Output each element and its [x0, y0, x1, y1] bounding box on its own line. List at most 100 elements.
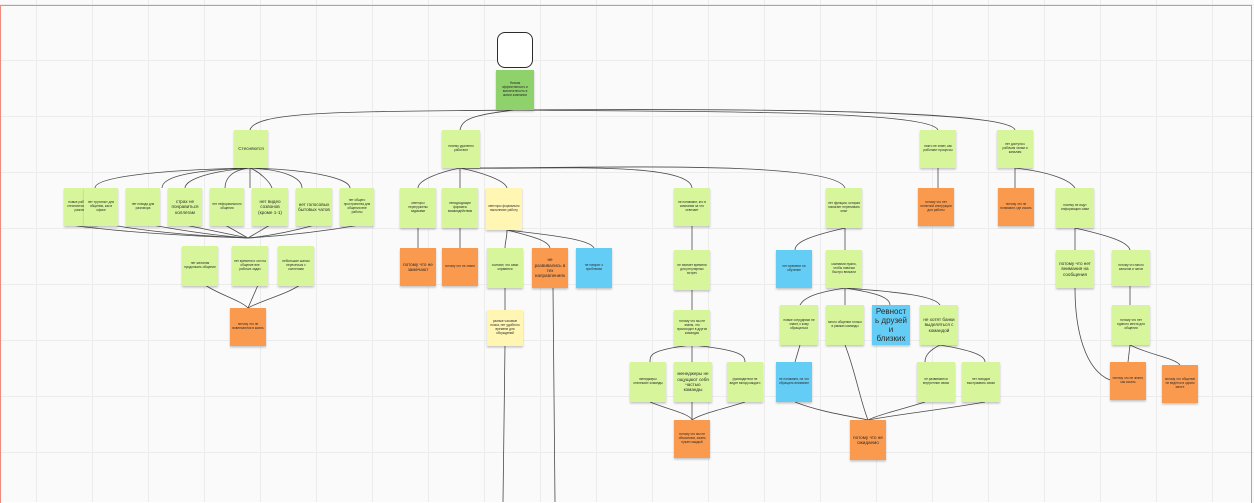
branch-mentors-note[interactable]: почему удаленно работают	[442, 130, 480, 168]
board-frame	[0, 5, 1252, 503]
functions-team-text: менеджеры не ощущают себя частью команды	[677, 371, 709, 393]
info-mid-text: не хотят банки выделяться с командой	[923, 317, 955, 333]
info-mid-text: новые сотрудники не знают, к кому обраща…	[783, 318, 815, 330]
shy-middle-text: небольшие шансы пересечься с коллегами	[282, 259, 310, 271]
info-right-note[interactable]: нет поводов выстраивать связи	[962, 362, 1000, 402]
shy-middle-text: нет времени и сил на общение вне рабочих…	[234, 259, 266, 271]
mentor-result-note[interactable]: считают, что сами справятся	[487, 248, 523, 288]
info-mid-note[interactable]: Ревность друзей и близких	[872, 305, 910, 345]
side-right-deep-text: потому что нет единого места для общения	[1117, 318, 1145, 330]
side-right-child-text: почему не ищут информацию сами	[1061, 203, 1089, 211]
shy-reason-note[interactable]: нет «рутины» для общения, как в офисе	[84, 188, 118, 226]
functions-main-note[interactable]: не хватает времени для регулярных встреч	[674, 250, 710, 290]
shy-reason-text: нет голосовых бытовых чатов	[298, 201, 330, 212]
info-mid-note[interactable]: не хотят банки выделяться с командой	[920, 305, 958, 345]
info-top-text: нет функции, которая помогает перенимать…	[828, 201, 860, 213]
functions-result-text: потому что мы не объясняем, зачем нужен …	[678, 432, 706, 444]
info-blue-note[interactable]: нет времени на обучение	[776, 250, 812, 288]
root-problem-note[interactable]: Низкая эффективность и вовлеченность в ж…	[496, 70, 534, 110]
shy-result-note[interactable]: потому что не вовлекаются в жизнь	[230, 308, 266, 346]
info-right-text: нет поводов выстраивать связи	[967, 377, 995, 385]
info-result-note[interactable]: потому что не ожидаемо	[850, 420, 886, 460]
shy-reason-note[interactable]: страх не понравиться коллегам	[168, 188, 202, 226]
shy-reason-note[interactable]: нет повода для разговора	[126, 188, 160, 226]
shy-middle-note[interactable]: нет времени и сил на общение вне рабочих…	[232, 246, 268, 286]
mentor-result-note[interactable]: потому что не замечают	[400, 248, 436, 286]
side-right-child-note[interactable]: почему не ищут информацию сами	[1056, 188, 1094, 228]
shy-reason-note[interactable]: нет видео созвонов (кроме 1-1)	[252, 188, 288, 226]
mentor-result-note[interactable]: не развивались в тех направлениях	[532, 248, 568, 288]
mentor-reason-text: менторы формально выполняют работу	[488, 204, 520, 212]
side-right-orange-note[interactable]: потому что не понимают, где искать	[998, 188, 1034, 226]
info-mid-note[interactable]: много общения только в рамках команды	[826, 305, 864, 345]
info-second-note[interactable]: компании нужно, чтобы новички быстро вни…	[826, 250, 862, 288]
mentor-result-text: не говорят о проблемах	[584, 263, 604, 271]
functions-top-note[interactable]: не понимают, кто в компании за что отвеч…	[674, 188, 710, 226]
side-right-orange-text: потому что не понимают, где искать	[1000, 202, 1032, 210]
functions-second-note[interactable]: потому что мы не знаем, что происходит в…	[674, 310, 710, 346]
mentor-reason-note[interactable]: неподходящие форматы взаимодействия	[442, 188, 478, 228]
side-right-deep-note[interactable]: потому что нет единого места для общения	[1112, 305, 1150, 345]
functions-team-note[interactable]: руководители не видят вклад каждого	[727, 362, 763, 402]
functions-team-note[interactable]: менеджеры не ощущают себя частью команды	[674, 362, 712, 402]
functions-team-text: менеджеры отвлекают команды	[633, 377, 663, 385]
info-second-text: компании нужно, чтобы новички быстро вни…	[831, 262, 857, 274]
side-right-middle-text: потому что много каналов и чатов	[1118, 263, 1144, 271]
side-left-result-note[interactable]: потому что нет понятной инструкции для р…	[918, 188, 954, 226]
shy-reason-text: нет неформального общения	[212, 202, 242, 210]
shy-reason-text: страх не понравиться коллегам	[171, 199, 199, 215]
shy-reason-text: нет «рутины» для общения, как в офисе	[87, 200, 115, 212]
mentor-result-text: не развивались в тех направлениях	[534, 257, 566, 279]
side-right-result-note[interactable]: потому что не знают, как искать	[1110, 362, 1146, 400]
mentor-result-note[interactable]: не говорят о проблемах	[576, 248, 612, 288]
shy-middle-note[interactable]: нет желания продолжать общение	[182, 246, 218, 286]
side-right-result-text: потому что не знают, как искать	[1112, 376, 1144, 384]
branch-functions-note[interactable]: никто не знает, как работают процессы	[920, 130, 956, 168]
info-mid-text: много общения только в рамках команды	[828, 320, 862, 328]
mentor-deep-text: разные часовые пояса, нет удобного време…	[490, 319, 520, 335]
shy-reason-note[interactable]: нет неформального общения	[210, 188, 244, 226]
side-right-middle-note[interactable]: потому что много каналов и чатов	[1112, 250, 1150, 286]
shy-middle-note[interactable]: небольшие шансы пересечься с коллегами	[278, 246, 314, 286]
info-right-note[interactable]: не развиваются внутренние связи	[917, 362, 955, 402]
branch-shy-note[interactable]: Стесняются	[234, 130, 268, 168]
functions-team-note[interactable]: менеджеры отвлекают команды	[630, 362, 666, 402]
side-right-result-text: потому что общение не ведется в одном ме…	[1164, 377, 1196, 389]
functions-team-text: руководители не видят вклад каждого	[729, 377, 761, 385]
info-blue-second-text: не понимают, на что обращать внимание	[779, 377, 809, 385]
side-right-result-note[interactable]: потому что общение не ведется в одном ме…	[1162, 365, 1198, 403]
functions-top-text: не понимают, кто в компании за что отвеч…	[678, 200, 706, 212]
functions-result-note[interactable]: потому что мы не объясняем, зачем нужен …	[674, 420, 710, 458]
side-right-middle-text: потому что нет внимания на сообщения	[1059, 261, 1091, 277]
root-problem-text: Низкая эффективность и вовлеченность в ж…	[502, 81, 528, 97]
side-left-top-text: никто не знает, как работают процессы	[923, 144, 953, 152]
mentor-result-text: считают, что сами справятся	[491, 263, 519, 271]
mentor-reason-note[interactable]: менторы формально выполняют работу	[486, 188, 522, 230]
mentor-reason-text: неподходящие форматы взаимодействия	[447, 201, 473, 213]
info-blue-text: нет времени на обучение	[782, 264, 806, 272]
shy-result-text: потому что не вовлекаются в жизнь	[232, 322, 264, 330]
branch-shy-text: Стесняются	[238, 146, 264, 152]
branch-mentors-text: почему удаленно работают	[448, 144, 474, 152]
empty-frame-shape[interactable]	[497, 32, 533, 68]
info-top-note[interactable]: нет функции, которая помогает перенимать…	[826, 188, 862, 228]
shy-reason-note[interactable]: нет голосовых бытовых чатов	[296, 188, 332, 226]
mentor-reason-note[interactable]: менторы перегружены задачами	[400, 188, 436, 228]
mentor-result-text: потому что не замечают	[403, 261, 433, 272]
shy-reason-text: нет общего пространства для общения вне …	[343, 198, 371, 214]
mentor-result-text: потому что не знают	[444, 264, 476, 269]
functions-second-text: потому что мы не знаем, что происходит в…	[676, 319, 708, 335]
info-blue-second-note[interactable]: не понимают, на что обращать внимание	[776, 362, 812, 402]
shy-reason-note[interactable]: нет общего пространства для общения вне …	[340, 188, 374, 226]
mentor-result-note[interactable]: потому что не знают	[442, 248, 478, 286]
info-result-text: потому что не ожидаемо	[853, 434, 883, 445]
side-right-middle-note[interactable]: потому что нет внимания на сообщения	[1056, 250, 1094, 288]
info-mid-note[interactable]: новые сотрудники не знают, к кому обраща…	[780, 305, 818, 345]
mentor-reason-text: менторы перегружены задачами	[408, 201, 428, 213]
branch-info-note[interactable]: нет доступа к рабочим чатам и каналам	[997, 130, 1033, 168]
shy-reason-text: нет видео созвонов (кроме 1-1)	[258, 199, 282, 215]
mentor-deep-note[interactable]: разные часовые пояса, нет удобного време…	[487, 310, 523, 346]
shy-reason-text: новые работники стесняются начать разгов…	[67, 200, 95, 212]
